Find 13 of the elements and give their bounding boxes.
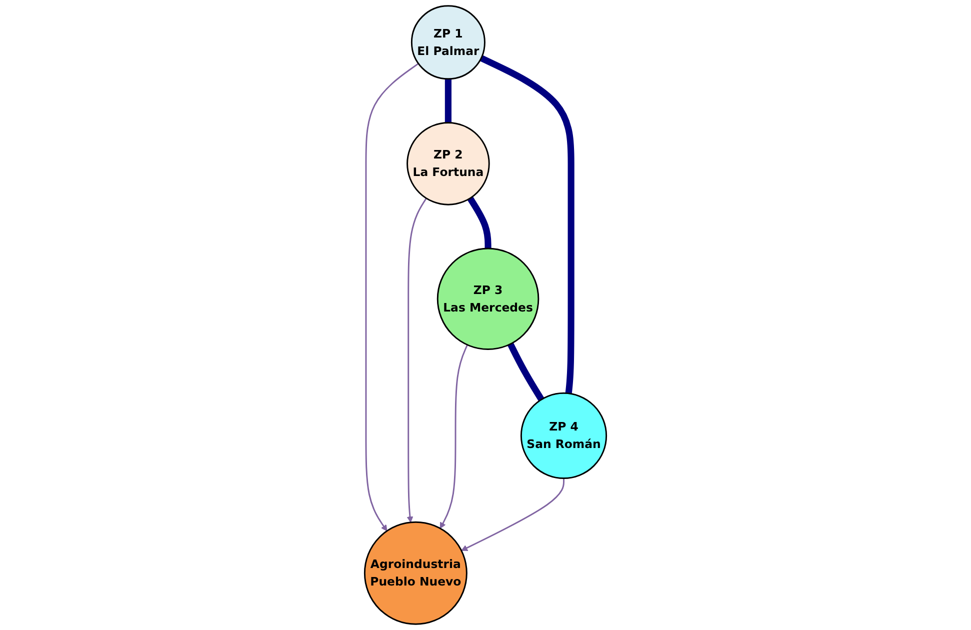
node-circle: Agroindustria Pueblo Nuevo bbox=[364, 521, 468, 625]
node-circle: ZP 2 La Fortuna bbox=[406, 122, 490, 206]
arrow bbox=[461, 478, 564, 551]
connector bbox=[508, 342, 544, 402]
node-circle: ZP 4 San Román bbox=[520, 392, 608, 480]
connector bbox=[480, 55, 574, 394]
connector bbox=[467, 196, 492, 248]
arrow bbox=[365, 62, 419, 532]
arrow bbox=[440, 344, 468, 529]
connector bbox=[444, 78, 452, 123]
node-circle: ZP 3 Las Mercedes bbox=[436, 248, 540, 350]
arrow bbox=[406, 198, 427, 523]
node-circle: ZP 1 El Palmar bbox=[410, 5, 486, 80]
